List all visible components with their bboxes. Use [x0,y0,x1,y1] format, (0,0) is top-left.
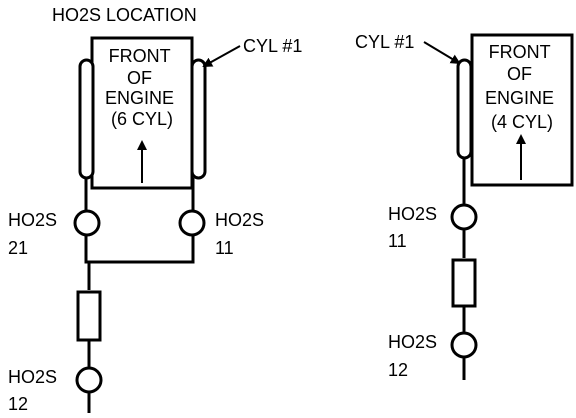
ho2s-11-sensor-4cyl [450,203,478,231]
four-cyl-layout: FRONT OF ENGINE (4 CYL) CYL #1 HO2S 11 H… [355,32,574,380]
sensor-name: HO2S [8,367,57,387]
cyl1-arrow-4cyl [423,41,461,65]
sensor-name: HO2S [8,210,57,230]
sensor-name: HO2S [215,210,264,230]
ho2s-21-sensor [73,209,101,237]
sensor-name: HO2S [388,204,437,224]
exhaust-manifold-right [190,58,207,180]
exhaust-manifold-left [78,58,95,180]
six-cyl-layout: FRONT OF ENGINE (6 CYL) CYL #1 HO2S 21 H… [8,36,302,414]
ho2s-12-label-4cyl: HO2S 12 [388,332,442,380]
sensor-number: 12 [8,394,28,414]
exhaust-manifold-4cyl [456,58,473,160]
sensor-number: 12 [388,360,408,380]
catalytic-converter-6cyl [76,290,102,342]
ho2s-11-sensor-6cyl [178,209,206,237]
ho2s-11-label-6cyl: HO2S 11 [215,210,269,258]
exhaust-pipe-6cyl [84,178,195,413]
ho2s-21-label: HO2S 21 [8,210,62,258]
ho2s-12-sensor-6cyl [75,366,103,394]
engine-label-4cyl: FRONT OF ENGINE (4 CYL) [485,42,559,132]
engine-label-line: ENGINE [485,88,554,108]
engine-label-line: (4 CYL) [491,112,553,132]
ho2s-12-sensor-4cyl [450,331,478,359]
engine-label-line: (6 CYL) [111,109,173,129]
catalytic-converter-4cyl [451,258,477,308]
sensor-number: 11 [215,238,234,258]
engine-label-line: OF [507,64,532,84]
engine-label-line: OF [127,68,152,88]
engine-label-line: FRONT [489,42,551,62]
engine-label-6cyl: FRONT OF ENGINE (6 CYL) [105,46,179,129]
cyl1-label-6cyl: CYL #1 [243,36,302,56]
cyl1-arrow-6cyl [202,45,241,67]
diagram-title: HO2S LOCATION [52,5,197,25]
sensor-number: 21 [8,238,28,258]
sensor-name: HO2S [388,332,437,352]
sensor-number: 11 [388,231,407,251]
engine-label-line: FRONT [109,46,171,66]
engine-label-line: ENGINE [105,88,174,108]
ho2s-11-label-4cyl: HO2S 11 [388,204,442,251]
cyl1-label-4cyl: CYL #1 [355,32,414,52]
ho2s-12-label-6cyl: HO2S 12 [8,367,62,414]
